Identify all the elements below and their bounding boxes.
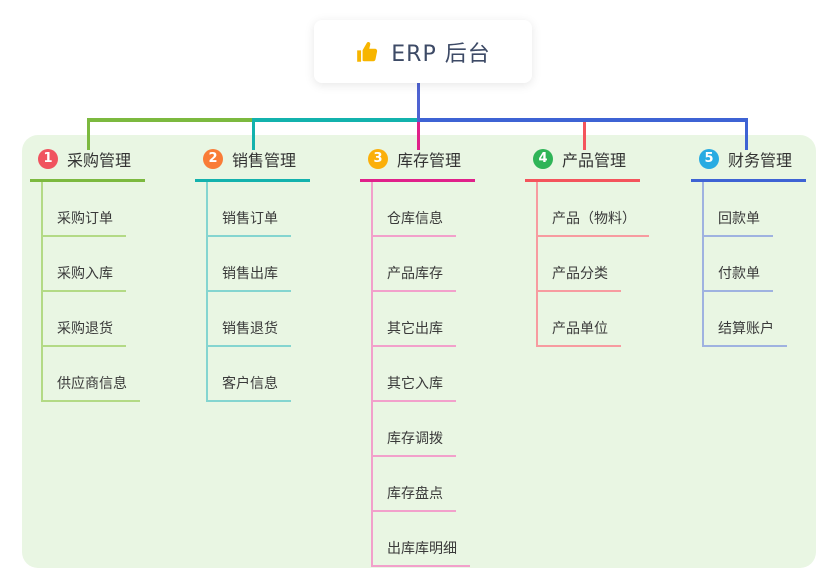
child-node[interactable]: 产品（物料） (536, 182, 649, 237)
child-node[interactable]: 库存盘点 (371, 457, 456, 512)
branch-title-finance[interactable]: 5 财务管理 (691, 147, 806, 182)
thumbs-up-icon (355, 39, 381, 65)
branch-title-label: 采购管理 (67, 151, 132, 170)
branch-title-label: 销售管理 (232, 151, 297, 170)
child-node[interactable]: 客户信息 (206, 347, 291, 402)
child-node[interactable]: 其它入库 (371, 347, 456, 402)
root-node-label: ERP 后台 (391, 41, 491, 67)
child-node[interactable]: 库存调拨 (371, 402, 456, 457)
child-node[interactable]: 销售退货 (206, 292, 291, 347)
child-node[interactable]: 回款单 (702, 182, 773, 237)
child-node[interactable]: 采购订单 (41, 182, 126, 237)
connector-horizontal-branch5 (417, 118, 748, 122)
child-node[interactable]: 出库库明细 (371, 512, 470, 567)
child-node[interactable]: 其它出库 (371, 292, 456, 347)
connector-drop-branch2 (252, 118, 255, 150)
branch-title-inventory[interactable]: 3 库存管理 (360, 147, 475, 182)
connector-drop-branch3 (417, 118, 420, 150)
connector-root-stem (417, 83, 420, 122)
connector-drop-branch4 (583, 118, 586, 150)
branch-children: 产品（物料） 产品分类 产品单位 (536, 182, 649, 347)
branch-children: 销售订单 销售出库 销售退货 客户信息 (206, 182, 291, 402)
child-node[interactable]: 销售出库 (206, 237, 291, 292)
child-node[interactable]: 结算账户 (702, 292, 787, 347)
branch-sales: 2 销售管理 销售订单 销售出库 销售退货 客户信息 (195, 147, 310, 402)
child-node[interactable]: 产品库存 (371, 237, 456, 292)
child-node[interactable]: 产品分类 (536, 237, 621, 292)
child-node[interactable]: 销售订单 (206, 182, 291, 237)
branch-number-badge: 3 (368, 149, 388, 169)
root-node[interactable]: ERP 后台 (314, 20, 532, 83)
branch-title-label: 财务管理 (728, 151, 793, 170)
branch-spine-line (41, 182, 43, 402)
branch-children: 仓库信息 产品库存 其它出库 其它入库 库存调拨 库存盘点 出库库明细 (371, 182, 470, 567)
branch-number-badge: 5 (699, 149, 719, 169)
branch-finance: 5 财务管理 回款单 付款单 结算账户 (691, 147, 806, 347)
branch-spine-line (536, 182, 538, 347)
child-node[interactable]: 付款单 (702, 237, 773, 292)
branch-title-label: 库存管理 (397, 151, 462, 170)
child-node[interactable]: 产品单位 (536, 292, 621, 347)
connector-drop-branch5 (745, 118, 748, 150)
branch-title-sales[interactable]: 2 销售管理 (195, 147, 310, 182)
branch-spine-line (371, 182, 373, 567)
branch-number-badge: 4 (533, 149, 553, 169)
branch-number-badge: 1 (38, 149, 58, 169)
child-node[interactable]: 采购退货 (41, 292, 126, 347)
branch-title-purchase[interactable]: 1 采购管理 (30, 147, 145, 182)
branch-inventory: 3 库存管理 仓库信息 产品库存 其它出库 其它入库 库存调拨 库存盘点 出库库… (360, 147, 475, 567)
branch-product: 4 产品管理 产品（物料） 产品分类 产品单位 (525, 147, 649, 347)
branch-spine-line (206, 182, 208, 402)
child-node[interactable]: 采购入库 (41, 237, 126, 292)
branches-panel-background (22, 135, 816, 568)
child-node[interactable]: 仓库信息 (371, 182, 456, 237)
branch-children: 回款单 付款单 结算账户 (702, 182, 787, 347)
branch-children: 采购订单 采购入库 采购退货 供应商信息 (41, 182, 140, 402)
connector-drop-branch1 (87, 118, 90, 150)
child-node[interactable]: 供应商信息 (41, 347, 140, 402)
branch-title-product[interactable]: 4 产品管理 (525, 147, 640, 182)
branch-title-label: 产品管理 (562, 151, 627, 170)
branch-purchase: 1 采购管理 采购订单 采购入库 采购退货 供应商信息 (30, 147, 145, 402)
branch-spine-line (702, 182, 704, 347)
branch-number-badge: 2 (203, 149, 223, 169)
connector-horizontal-branch2 (252, 118, 419, 122)
